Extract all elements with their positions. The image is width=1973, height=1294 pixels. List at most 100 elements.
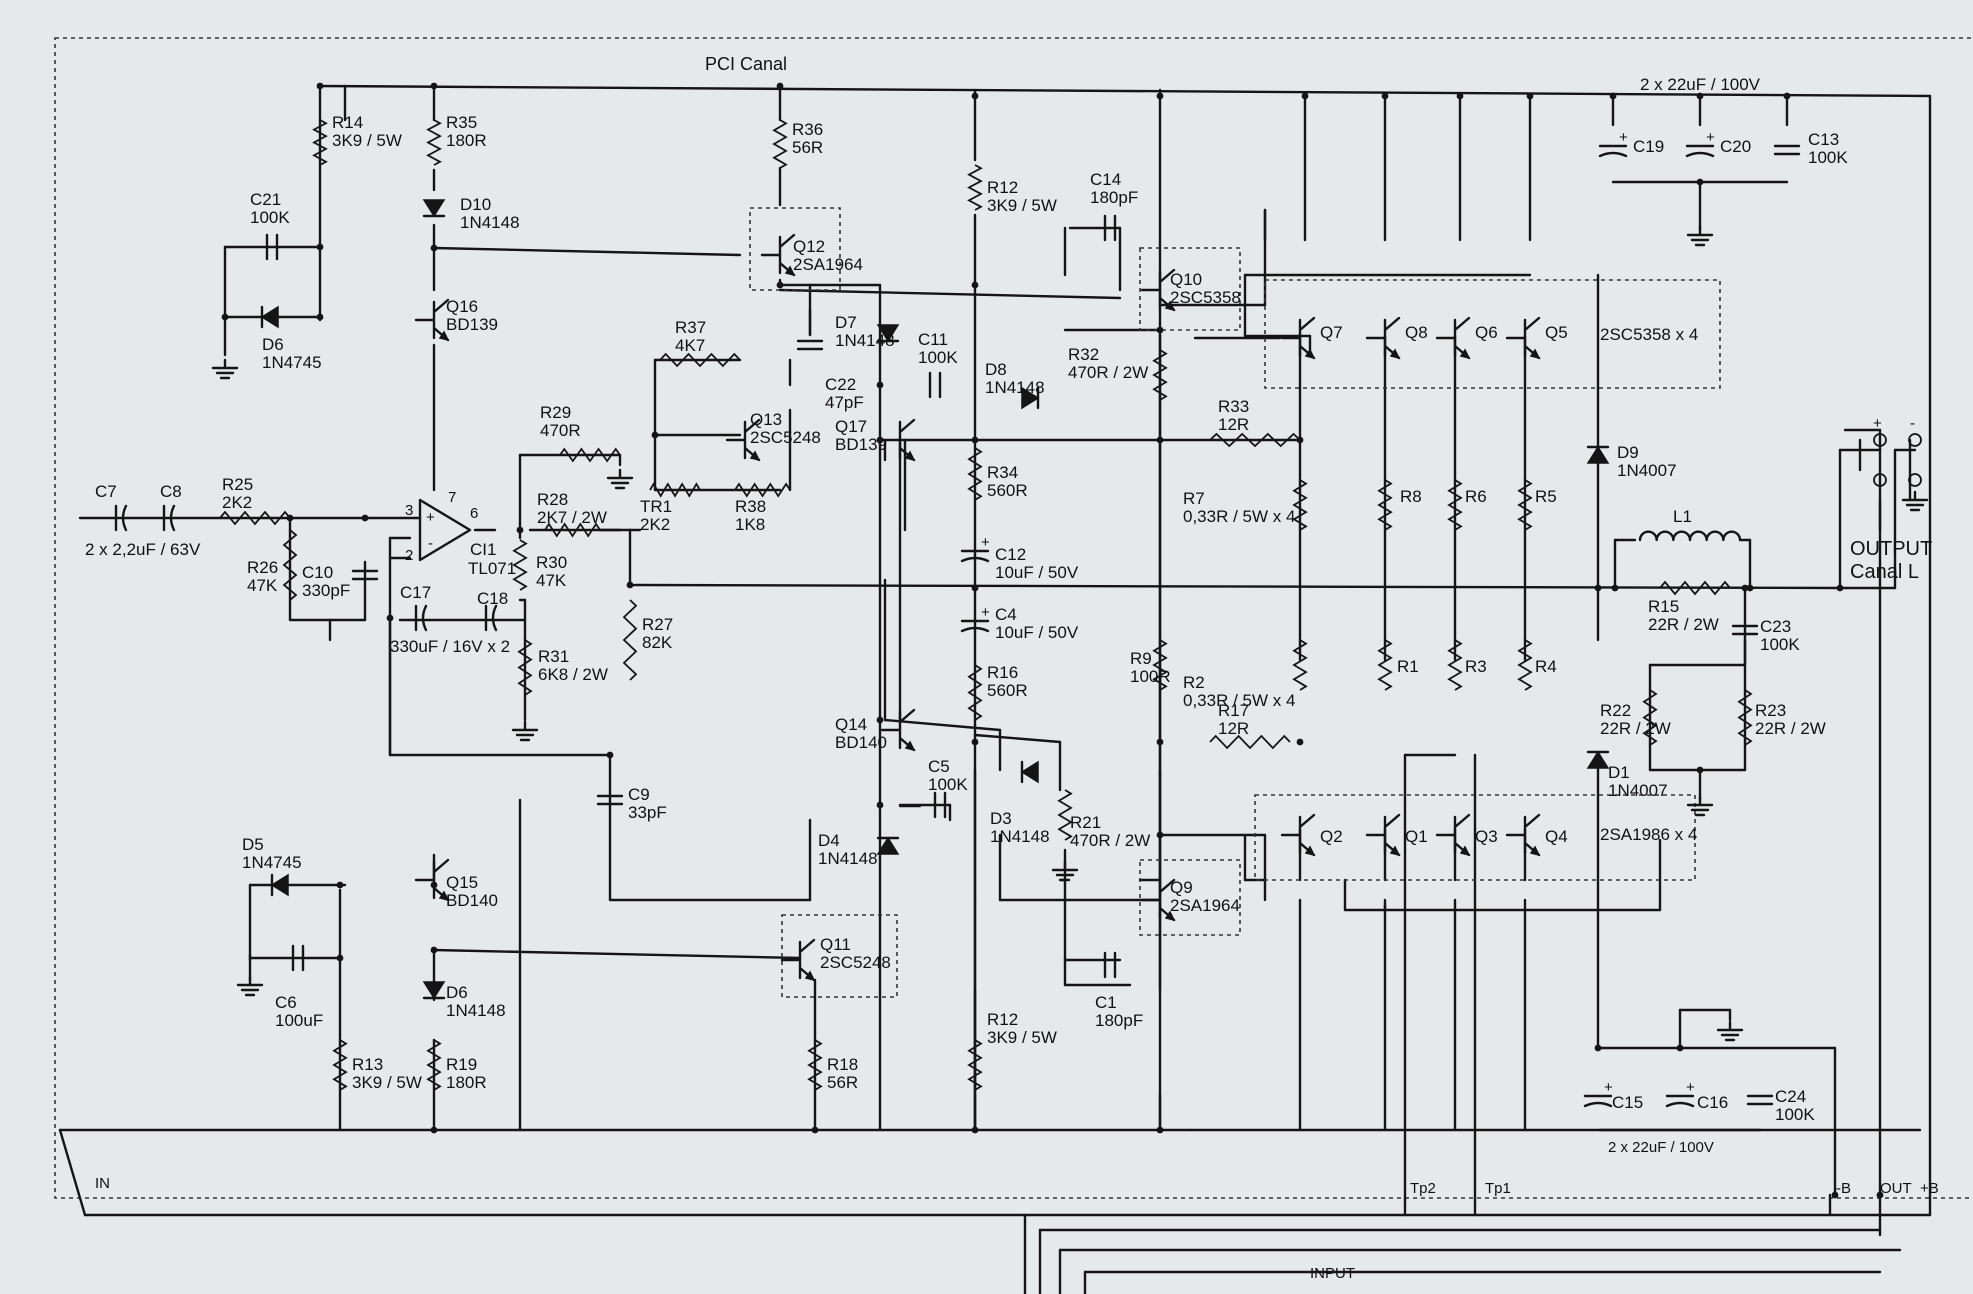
transistor-Q6	[1435, 316, 1471, 360]
label-c24-value: 100K	[1775, 1105, 1815, 1124]
label-c21: C21	[250, 190, 281, 209]
svg-text:+: +	[1706, 129, 1715, 146]
label-q15: Q15	[446, 873, 478, 892]
terminal-tp2: Tp2	[1410, 1180, 1436, 1197]
label-d7: D7	[835, 313, 857, 332]
label-c6: C6	[275, 993, 297, 1012]
label-r31: R31	[538, 647, 569, 666]
label-r25-value: 2K2	[222, 493, 252, 512]
note-caps-bottom: 2 x 22uF / 100V	[1608, 1139, 1714, 1156]
dashed-group-box	[749, 207, 841, 291]
output-npn-group: 2SC5358 x 4	[1600, 325, 1698, 344]
label-r1: R1	[1397, 657, 1419, 676]
junction-dot	[361, 514, 369, 522]
junction-dot	[971, 1126, 979, 1134]
opamp-pin-2: 2	[405, 547, 413, 564]
label-c16: C16	[1697, 1093, 1728, 1112]
label-d4-value: 1N4148	[818, 849, 878, 868]
label-r26: R26	[247, 558, 278, 577]
junction-dot	[606, 751, 614, 759]
label-c7: C7	[95, 482, 117, 501]
label-c14-value: 180pF	[1090, 188, 1138, 207]
junction-dot	[626, 581, 634, 589]
junction-dot	[1456, 92, 1464, 100]
resistor-R37	[659, 352, 741, 368]
label-r14: R14	[332, 113, 363, 132]
label-c23: C23	[1760, 617, 1791, 636]
label-r8: R8	[1400, 487, 1422, 506]
label-q16: Q16	[446, 297, 478, 316]
capacitor-C16: +	[1665, 1079, 1695, 1108]
junction-dot	[1696, 766, 1704, 774]
label-c8: C8	[160, 482, 182, 501]
capacitor-C22	[796, 339, 824, 351]
resistor-R13	[332, 1039, 348, 1091]
ground	[511, 720, 539, 742]
ground	[1686, 225, 1714, 247]
resistor-R3	[1447, 639, 1463, 691]
resistor-R14	[312, 119, 328, 166]
ground	[606, 468, 634, 490]
junction-dot	[1746, 584, 1754, 592]
components: +++++++-+-	[114, 119, 1929, 1108]
resistor-R15	[1659, 580, 1731, 596]
label-q1: Q1	[1405, 827, 1428, 846]
label-q16-value: BD139	[446, 315, 498, 334]
capacitor-C7	[114, 504, 128, 532]
terminal-tp1: Tp1	[1485, 1180, 1511, 1197]
label-r9-value: 100R	[1130, 667, 1171, 686]
resistor-R21	[1057, 789, 1073, 841]
label-r17-value: 12R	[1218, 719, 1249, 738]
label-d10-value: 1N4148	[460, 213, 520, 232]
board-title: PCI Canal	[705, 54, 787, 74]
resistor-R36	[772, 119, 788, 169]
junction-dot	[221, 313, 229, 321]
label-c18: C18	[477, 589, 508, 608]
svg-text:+: +	[981, 604, 990, 621]
resistor-R19	[426, 1039, 442, 1091]
board-outline	[54, 37, 1973, 1199]
label-q8: Q8	[1405, 323, 1428, 342]
terminal-out: OUT	[1880, 1180, 1912, 1197]
inductor-L1	[1638, 530, 1742, 542]
label-r5: R5	[1535, 487, 1557, 506]
resistor-R17	[1209, 734, 1291, 750]
capacitor-C14	[1103, 214, 1117, 242]
label-r23-value: 22R / 2W	[1755, 719, 1826, 738]
label-c11-value: 100K	[918, 348, 958, 367]
junction-dot	[1836, 584, 1844, 592]
junction-dot	[1676, 1044, 1684, 1052]
label-r27-value: 82K	[642, 633, 673, 652]
label-r3: R3	[1465, 657, 1487, 676]
label-q4: Q4	[1545, 827, 1568, 846]
capacitor-C6	[291, 944, 305, 972]
label-q10-value: 2SC5358	[1170, 288, 1241, 307]
ground	[236, 975, 264, 997]
label-d8: D8	[985, 360, 1007, 379]
label-r22: R22	[1600, 701, 1631, 720]
potentiometer-TR1	[649, 482, 701, 498]
ground	[1051, 860, 1079, 882]
junction-dot	[1594, 584, 1602, 592]
label-c1: C1	[1095, 993, 1117, 1012]
capacitor-C12: +	[960, 534, 990, 563]
junction-dot	[316, 313, 324, 321]
resistor-R6	[1447, 479, 1463, 531]
junction-dot	[876, 716, 884, 724]
label-r18-value: 56R	[827, 1073, 858, 1092]
label-c21-value: 100K	[250, 208, 290, 227]
junction-dot	[876, 381, 884, 389]
junction-dot	[971, 436, 979, 444]
label-r21: R21	[1070, 813, 1101, 832]
terminal-plus-b: +B	[1920, 1180, 1939, 1197]
label-r12a-value: 3K9 / 5W	[987, 196, 1057, 215]
label-c6-value: 100uF	[275, 1011, 323, 1030]
label-c22: C22	[825, 375, 856, 394]
transistor-Q3	[1435, 813, 1471, 857]
label-r12b-value: 3K9 / 5W	[987, 1028, 1057, 1047]
junction-dot	[1526, 92, 1534, 100]
terminal-in: IN	[95, 1175, 110, 1192]
label-c17: C17	[400, 583, 431, 602]
label-l1: L1	[1673, 507, 1692, 526]
